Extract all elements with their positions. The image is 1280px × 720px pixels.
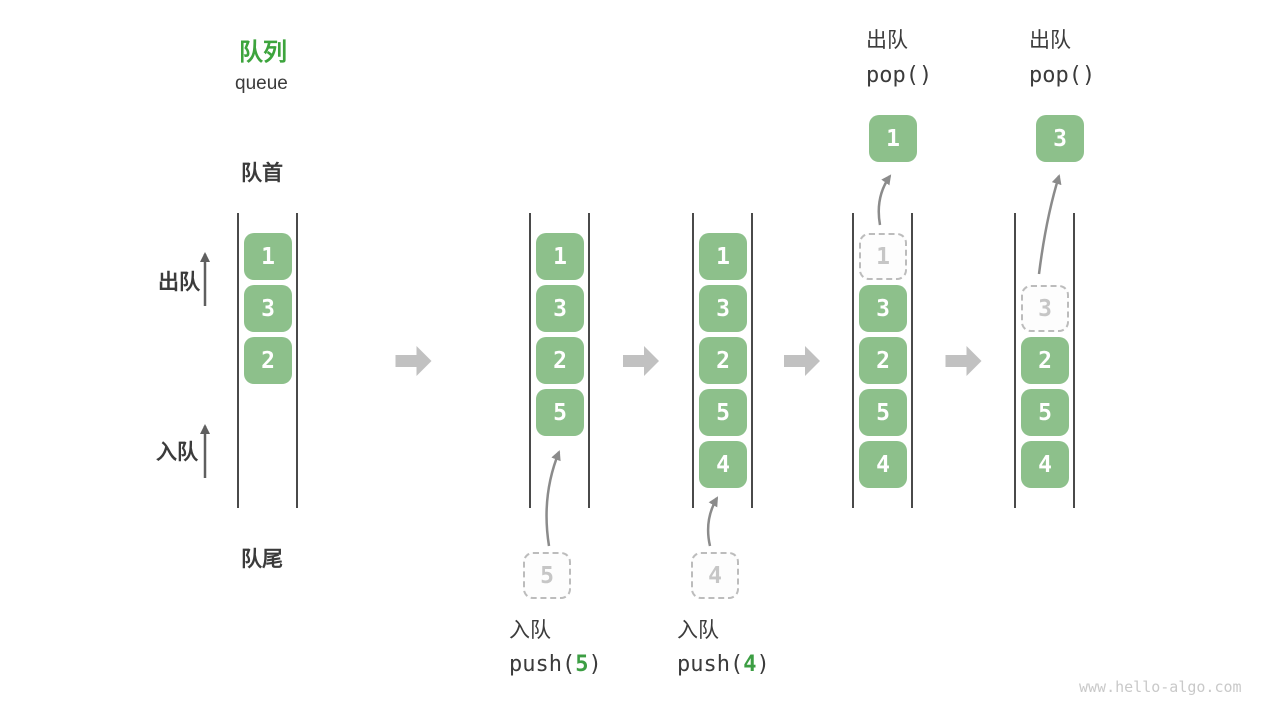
queue-rear-label: 队尾 <box>241 548 283 571</box>
queue-column-state-after-pop-3: 3 2 5 4 <box>1014 213 1075 508</box>
step-arrow-icon <box>945 346 982 376</box>
queue-slot: 3 <box>536 285 584 332</box>
queue-slot: 3 <box>699 285 747 332</box>
push-4-label-func: push(4) <box>677 654 770 676</box>
popped-element-3: 3 <box>1036 115 1084 162</box>
diagram-title-cn: 队列 <box>239 39 287 66</box>
queue-slot: 4 <box>859 441 907 488</box>
queue-slot: 2 <box>244 337 292 384</box>
queue-slot: 4 <box>1021 441 1069 488</box>
push-4-func-prefix: push( <box>677 652 744 677</box>
queue-slot: 5 <box>699 389 747 436</box>
queue-slot: 3 <box>244 285 292 332</box>
queue-column-state-initial: 1 3 2 <box>237 213 298 508</box>
dequeue-side-label: 出队 <box>158 271 200 294</box>
push-4-func-arg: 4 <box>743 652 757 677</box>
push-5-label-cn: 入队 <box>509 619 551 642</box>
queue-slot: 1 <box>536 233 584 280</box>
push-4-func-suffix: ) <box>756 652 770 677</box>
queue-slot: 5 <box>1021 389 1069 436</box>
push-4-label: 入队 push(4) <box>677 620 770 676</box>
queue-slot: 2 <box>859 337 907 384</box>
pop-header-2-func: pop() <box>1029 63 1096 88</box>
pop-header-1-cn: 出队 <box>866 29 908 52</box>
step-arrow-icon <box>623 346 659 376</box>
push-5-func-prefix: push( <box>509 652 576 677</box>
step-arrow-icon <box>395 346 432 376</box>
incoming-element-4: 4 <box>691 552 739 599</box>
queue-slot-ghost: 3 <box>1021 285 1069 332</box>
pop-header-2: 出队 pop() <box>1029 30 1095 87</box>
pop-header-1-func: pop() <box>866 63 933 88</box>
incoming-element-5: 5 <box>523 552 571 599</box>
pop-header-2-cn: 出队 <box>1029 29 1071 52</box>
push-5-label-func: push(5) <box>509 654 602 676</box>
queue-slot: 2 <box>1021 337 1069 384</box>
queue-slot-ghost: 1 <box>859 233 907 280</box>
push-5-func-suffix: ) <box>588 652 602 677</box>
queue-slot: 1 <box>699 233 747 280</box>
queue-slot: 3 <box>859 285 907 332</box>
step-arrow-icon <box>784 346 820 376</box>
diagram-title-en: queue <box>235 73 288 94</box>
push-5-label: 入队 push(5) <box>509 620 602 676</box>
queue-slot: 1 <box>244 233 292 280</box>
queue-slot: 5 <box>859 389 907 436</box>
queue-slot: 4 <box>699 441 747 488</box>
popped-element-1: 1 <box>869 115 917 162</box>
watermark: www.hello-algo.com <box>1079 678 1242 696</box>
queue-slot: 5 <box>536 389 584 436</box>
push-5-func-arg: 5 <box>575 652 589 677</box>
push-4-label-cn: 入队 <box>677 619 719 642</box>
pop-header-1: 出队 pop() <box>866 30 932 87</box>
queue-column-state-after-push-5: 1 3 2 5 <box>529 213 590 508</box>
queue-front-label: 队首 <box>241 162 283 185</box>
queue-slot: 2 <box>699 337 747 384</box>
queue-slot: 2 <box>536 337 584 384</box>
queue-column-state-after-push-4: 1 3 2 5 4 <box>692 213 753 508</box>
enqueue-side-label: 入队 <box>156 441 198 464</box>
queue-column-state-after-pop-1: 1 3 2 5 4 <box>852 213 913 508</box>
